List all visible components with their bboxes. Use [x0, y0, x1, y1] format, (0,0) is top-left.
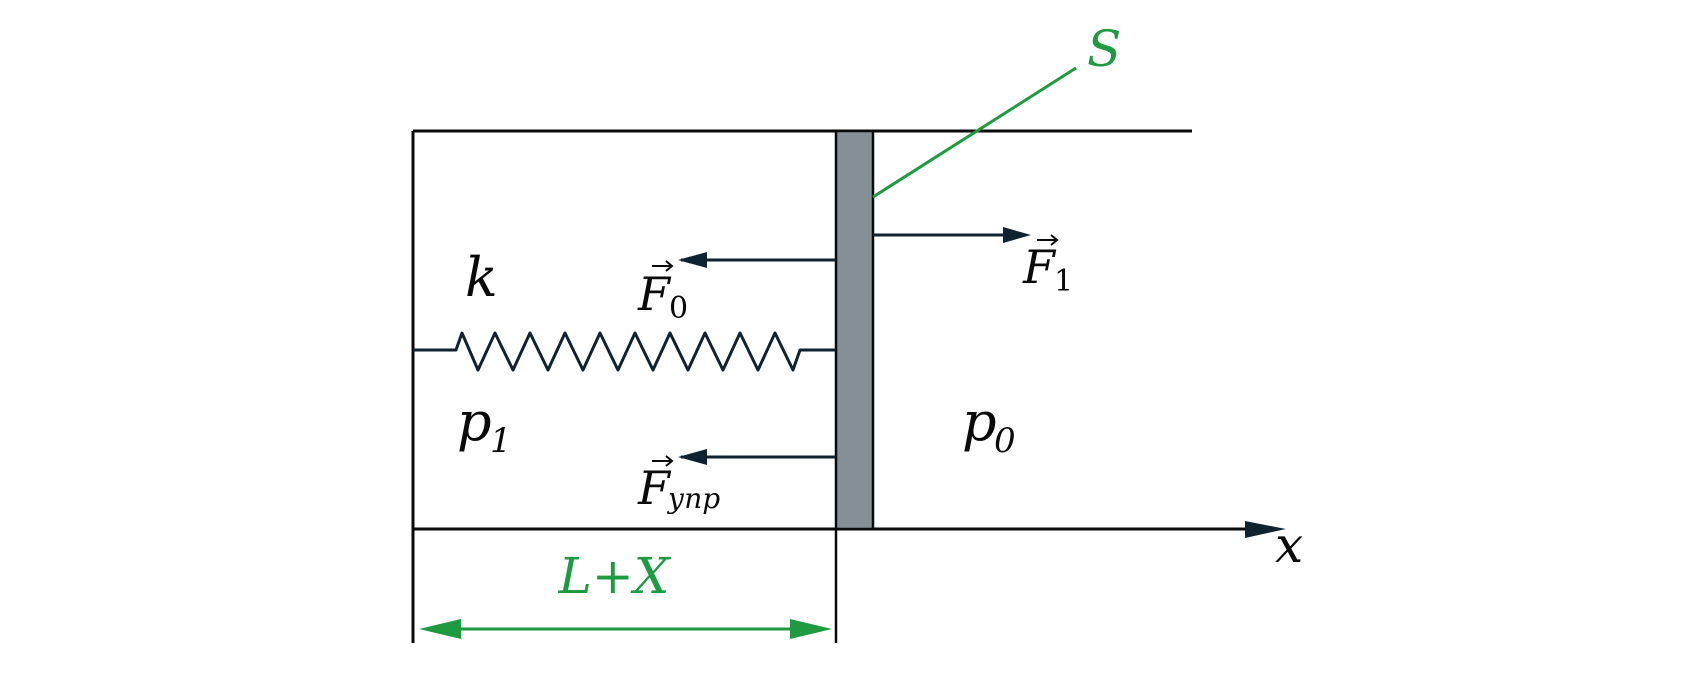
length-arrowhead-right [790, 619, 832, 639]
force-f1-label: F 1 [1022, 240, 1073, 299]
spring [413, 331, 836, 372]
vector-over-f0 [652, 260, 674, 272]
pressure-left-label: p 1 [457, 390, 512, 461]
x-axis-arrowhead [1245, 521, 1286, 538]
pressure-right-label: p 0 [962, 390, 1016, 461]
spring-constant-label: k [465, 246, 498, 309]
length-label: L+X [558, 547, 672, 605]
piston [834, 129, 875, 531]
force-elastic-arrowhead [678, 449, 707, 465]
vector-over-f-elastic [652, 455, 674, 467]
force-f1-arrowhead [1003, 227, 1031, 243]
axis-x-label: x [1275, 516, 1303, 574]
force-f0-arrowhead [678, 252, 707, 268]
area-label: S [1087, 20, 1121, 78]
area-pointer-line [872, 66, 1077, 199]
force-elastic-label: F упр [637, 461, 720, 515]
force-f0-label: F 0 [637, 267, 688, 326]
vector-over-f1 [1037, 234, 1059, 246]
length-arrowhead-left [419, 619, 461, 639]
